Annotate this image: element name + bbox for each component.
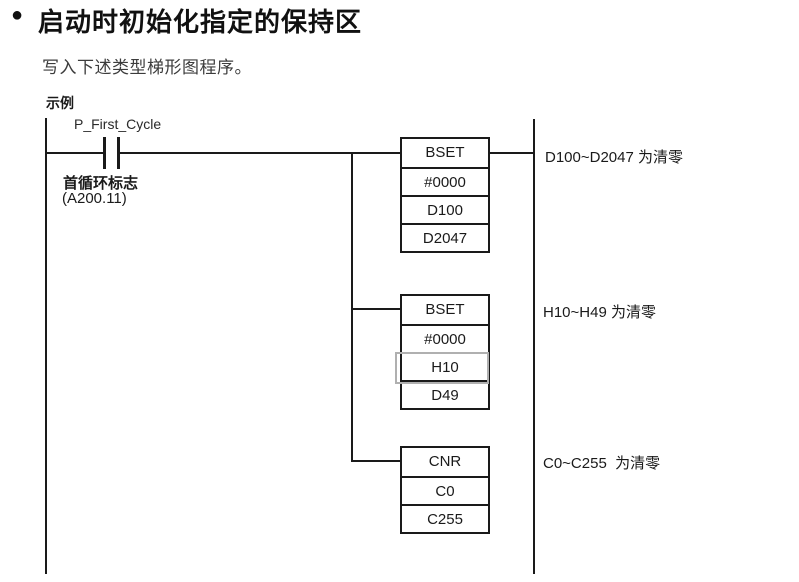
instruction-operand: #0000 bbox=[402, 167, 488, 195]
instruction-operand: D100 bbox=[402, 195, 488, 223]
left-power-rail bbox=[45, 118, 47, 574]
instruction-block-bset2: BSET #0000 H10 D49 bbox=[400, 294, 490, 410]
instruction-operand: C255 bbox=[402, 504, 488, 532]
instruction-operand: D2047 bbox=[402, 223, 488, 251]
contact-label: P_First_Cycle bbox=[74, 116, 162, 132]
branch-line-block2 bbox=[351, 308, 402, 310]
contact-bar-right bbox=[117, 137, 120, 169]
block-comment-2: H10~H49 为清零 bbox=[543, 304, 656, 321]
rung-line-left bbox=[45, 152, 105, 154]
output-line bbox=[488, 152, 535, 154]
bullet-icon: ● bbox=[11, 4, 24, 26]
contact-description: 首循环标志 bbox=[63, 175, 139, 192]
instruction-block-cnr: CNR C0 C255 bbox=[400, 446, 490, 534]
example-label: 示例 bbox=[46, 95, 74, 111]
instruction-operand: C0 bbox=[402, 476, 488, 504]
instruction-operand: H10 bbox=[402, 352, 488, 380]
instruction-mnemonic: BSET bbox=[425, 301, 465, 318]
contact-bar-left bbox=[103, 137, 106, 169]
page-subtitle: 写入下述类型梯形图程序。 bbox=[42, 58, 252, 77]
right-power-rail bbox=[533, 119, 535, 574]
branch-line-block3 bbox=[351, 460, 402, 462]
page-title: 启动时初始化指定的保持区 bbox=[38, 7, 363, 37]
instruction-operand: D49 bbox=[402, 380, 488, 408]
branch-vertical-line bbox=[351, 152, 353, 462]
instruction-mnemonic: BSET bbox=[425, 144, 465, 161]
block-comment-3: C0~C255 为清零 bbox=[543, 455, 661, 472]
instruction-mnemonic: CNR bbox=[428, 453, 462, 470]
rung-line-main bbox=[120, 152, 402, 154]
contact-address: (A200.11) bbox=[62, 190, 127, 207]
block-comment-1: D100~D2047 为清零 bbox=[545, 149, 683, 166]
instruction-block-bset1: BSET #0000 D100 D2047 bbox=[400, 137, 490, 253]
instruction-operand: #0000 bbox=[402, 324, 488, 352]
